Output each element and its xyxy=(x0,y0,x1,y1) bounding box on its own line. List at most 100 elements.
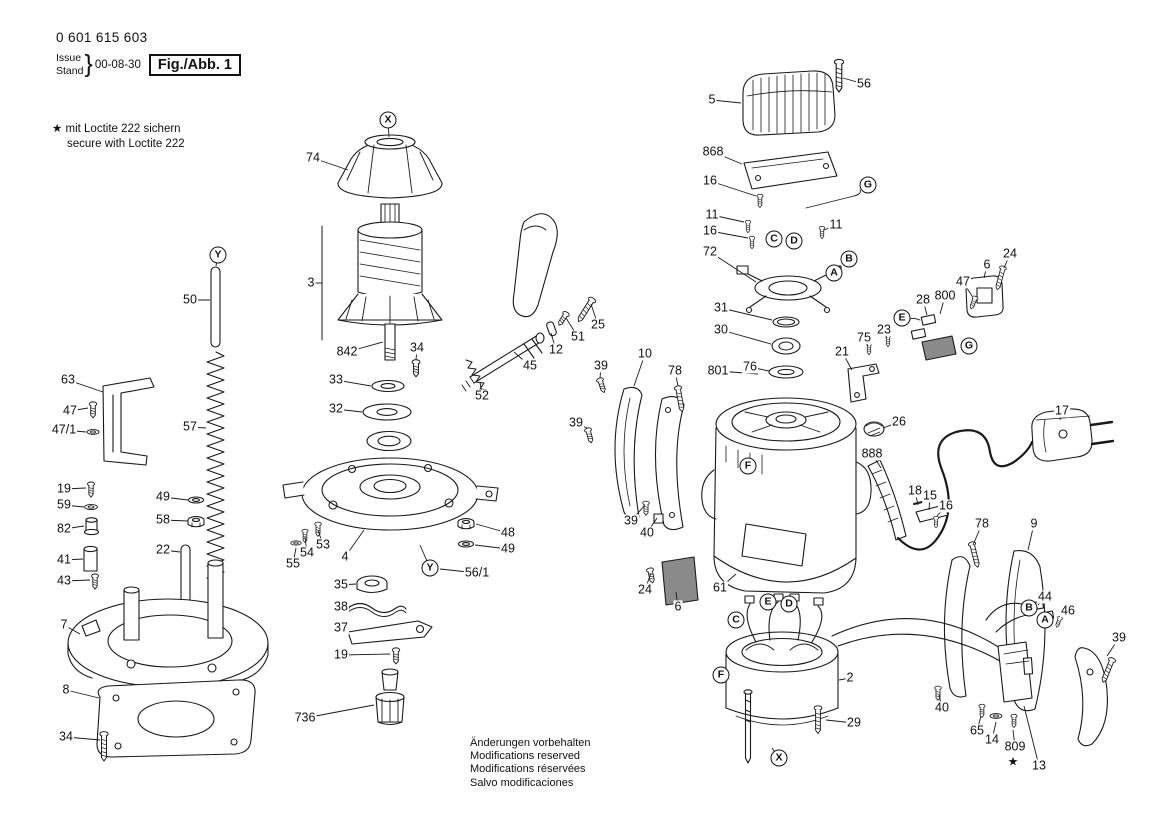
part-label-61: 61 xyxy=(712,580,728,595)
part-label-8: 8 xyxy=(61,682,71,697)
part-label-842: 842 xyxy=(335,344,359,359)
callout-letter-X: X xyxy=(770,749,788,767)
modifications-line-1: Änderungen vorbehalten xyxy=(470,737,591,749)
part-label-53: 53 xyxy=(315,537,331,552)
part-label-63: 63 xyxy=(60,372,76,387)
part-label-21: 21 xyxy=(834,344,850,359)
part-label-55: 55 xyxy=(285,556,301,571)
part-label-39: 39 xyxy=(1111,630,1127,645)
part-label-76: 76 xyxy=(742,359,758,374)
part-label-47: 47 xyxy=(955,274,971,289)
part-label-10: 10 xyxy=(637,346,653,361)
part-label-16: 16 xyxy=(702,173,718,188)
part-label-33: 33 xyxy=(328,372,344,387)
part-label-45: 45 xyxy=(522,358,538,373)
callout-letter-D: D xyxy=(780,595,798,613)
part-label-26: 26 xyxy=(891,414,907,429)
part-label-14: 14 xyxy=(984,732,1000,747)
part-label-19: 19 xyxy=(56,481,72,496)
part-brush-cluster xyxy=(847,264,1008,437)
part-label-39: 39 xyxy=(623,513,639,528)
callout-letter-E: E xyxy=(759,593,777,611)
figure-label: Fig./Abb. 1 xyxy=(148,53,241,76)
part-label-34: 34 xyxy=(409,340,425,355)
part-label-16: 16 xyxy=(938,498,954,513)
part-label-800: 800 xyxy=(933,288,957,303)
part-label-12: 12 xyxy=(548,342,564,357)
part-label-5: 5 xyxy=(707,92,717,107)
type-number: 0 601 615 603 xyxy=(56,30,148,45)
brace-glyph: } xyxy=(84,50,93,78)
part-label-78: 78 xyxy=(667,363,683,378)
part-label-868: 868 xyxy=(701,144,725,159)
part-label-3: 3 xyxy=(306,275,316,290)
part-label-82: 82 xyxy=(56,521,72,536)
callout-letter-F: F xyxy=(712,666,730,684)
modifications-line-2: Modifications reserved xyxy=(470,750,581,763)
callout-letter-B: B xyxy=(1020,599,1038,617)
part-label-888: 888 xyxy=(860,446,884,461)
part-switch-assembly xyxy=(831,501,1117,747)
part-label-46: 46 xyxy=(1060,603,1076,618)
part-label-48: 48 xyxy=(500,525,516,540)
callout-letter-A: A xyxy=(825,264,843,282)
part-label-39: 39 xyxy=(568,415,584,430)
part-label-16: 16 xyxy=(702,223,718,238)
part-label-75: 75 xyxy=(856,330,872,345)
part-label-59: 59 xyxy=(56,497,72,512)
title-block: 0 601 615 603 Issue Stand } 00-08-30 Fig… xyxy=(56,30,241,79)
part-stator xyxy=(725,593,839,764)
part-label-39: 39 xyxy=(593,358,609,373)
callout-letter-D: D xyxy=(785,232,803,250)
callout-letter-G: G xyxy=(859,176,877,194)
part-label-56: 56 xyxy=(856,76,872,91)
callout-letter-F: F xyxy=(739,457,757,475)
part-label-13: 13 xyxy=(1031,758,1047,773)
part-label-57: 57 xyxy=(182,419,198,434)
part-label-47: 47 xyxy=(62,403,78,418)
loctite-text-en: secure with Loctite 222 xyxy=(67,137,185,150)
stand-label: Stand xyxy=(56,64,84,77)
part-label-24: 24 xyxy=(1002,246,1018,261)
part-label-9: 9 xyxy=(1029,516,1039,531)
part-label-50: 50 xyxy=(182,292,198,307)
part-side-panels xyxy=(583,376,699,606)
part-label-52: 52 xyxy=(474,388,490,403)
part-base-assembly xyxy=(67,266,269,762)
part-label-32: 32 xyxy=(328,401,344,416)
part-label-44: 44 xyxy=(1037,589,1053,604)
modifications-note: Änderungen vorbehalten Modifications res… xyxy=(470,737,590,790)
part-bearing-flange xyxy=(282,457,499,726)
star-icon: ★ xyxy=(52,123,63,135)
part-label-4: 4 xyxy=(340,549,350,564)
callout-letter-C: C xyxy=(765,230,783,248)
callout-letter-B: B xyxy=(840,250,858,268)
part-label-24: 24 xyxy=(637,582,653,597)
part-label-23: 23 xyxy=(876,322,892,337)
loctite-text-de: mit Loctite 222 sichern xyxy=(65,123,181,135)
loctite-star-marker: ★ xyxy=(1007,754,1019,769)
part-label-65: 65 xyxy=(969,723,985,738)
part-label-801: 801 xyxy=(706,363,730,378)
part-label-49: 49 xyxy=(500,541,516,556)
part-motor-armature xyxy=(321,134,443,452)
part-label-49: 49 xyxy=(155,489,171,504)
part-label-809: 809 xyxy=(1003,739,1027,754)
part-label-6: 6 xyxy=(982,257,992,272)
callout-letter-C: C xyxy=(727,611,745,629)
callout-letter-A: A xyxy=(1036,611,1054,629)
part-label-19: 19 xyxy=(333,647,349,662)
part-handle-lever xyxy=(461,213,597,396)
part-label-38: 38 xyxy=(333,599,349,614)
part-motor-cap xyxy=(736,58,861,379)
modifications-line-3: Modifications réservées xyxy=(470,763,586,776)
callout-letter-Y: Y xyxy=(209,246,227,264)
part-label-58: 58 xyxy=(155,512,171,527)
part-label-7: 7 xyxy=(59,617,69,632)
modifications-line-4: Salvo modificaciones xyxy=(470,776,574,789)
part-label-25: 25 xyxy=(590,317,606,332)
part-label-18: 18 xyxy=(907,483,923,498)
